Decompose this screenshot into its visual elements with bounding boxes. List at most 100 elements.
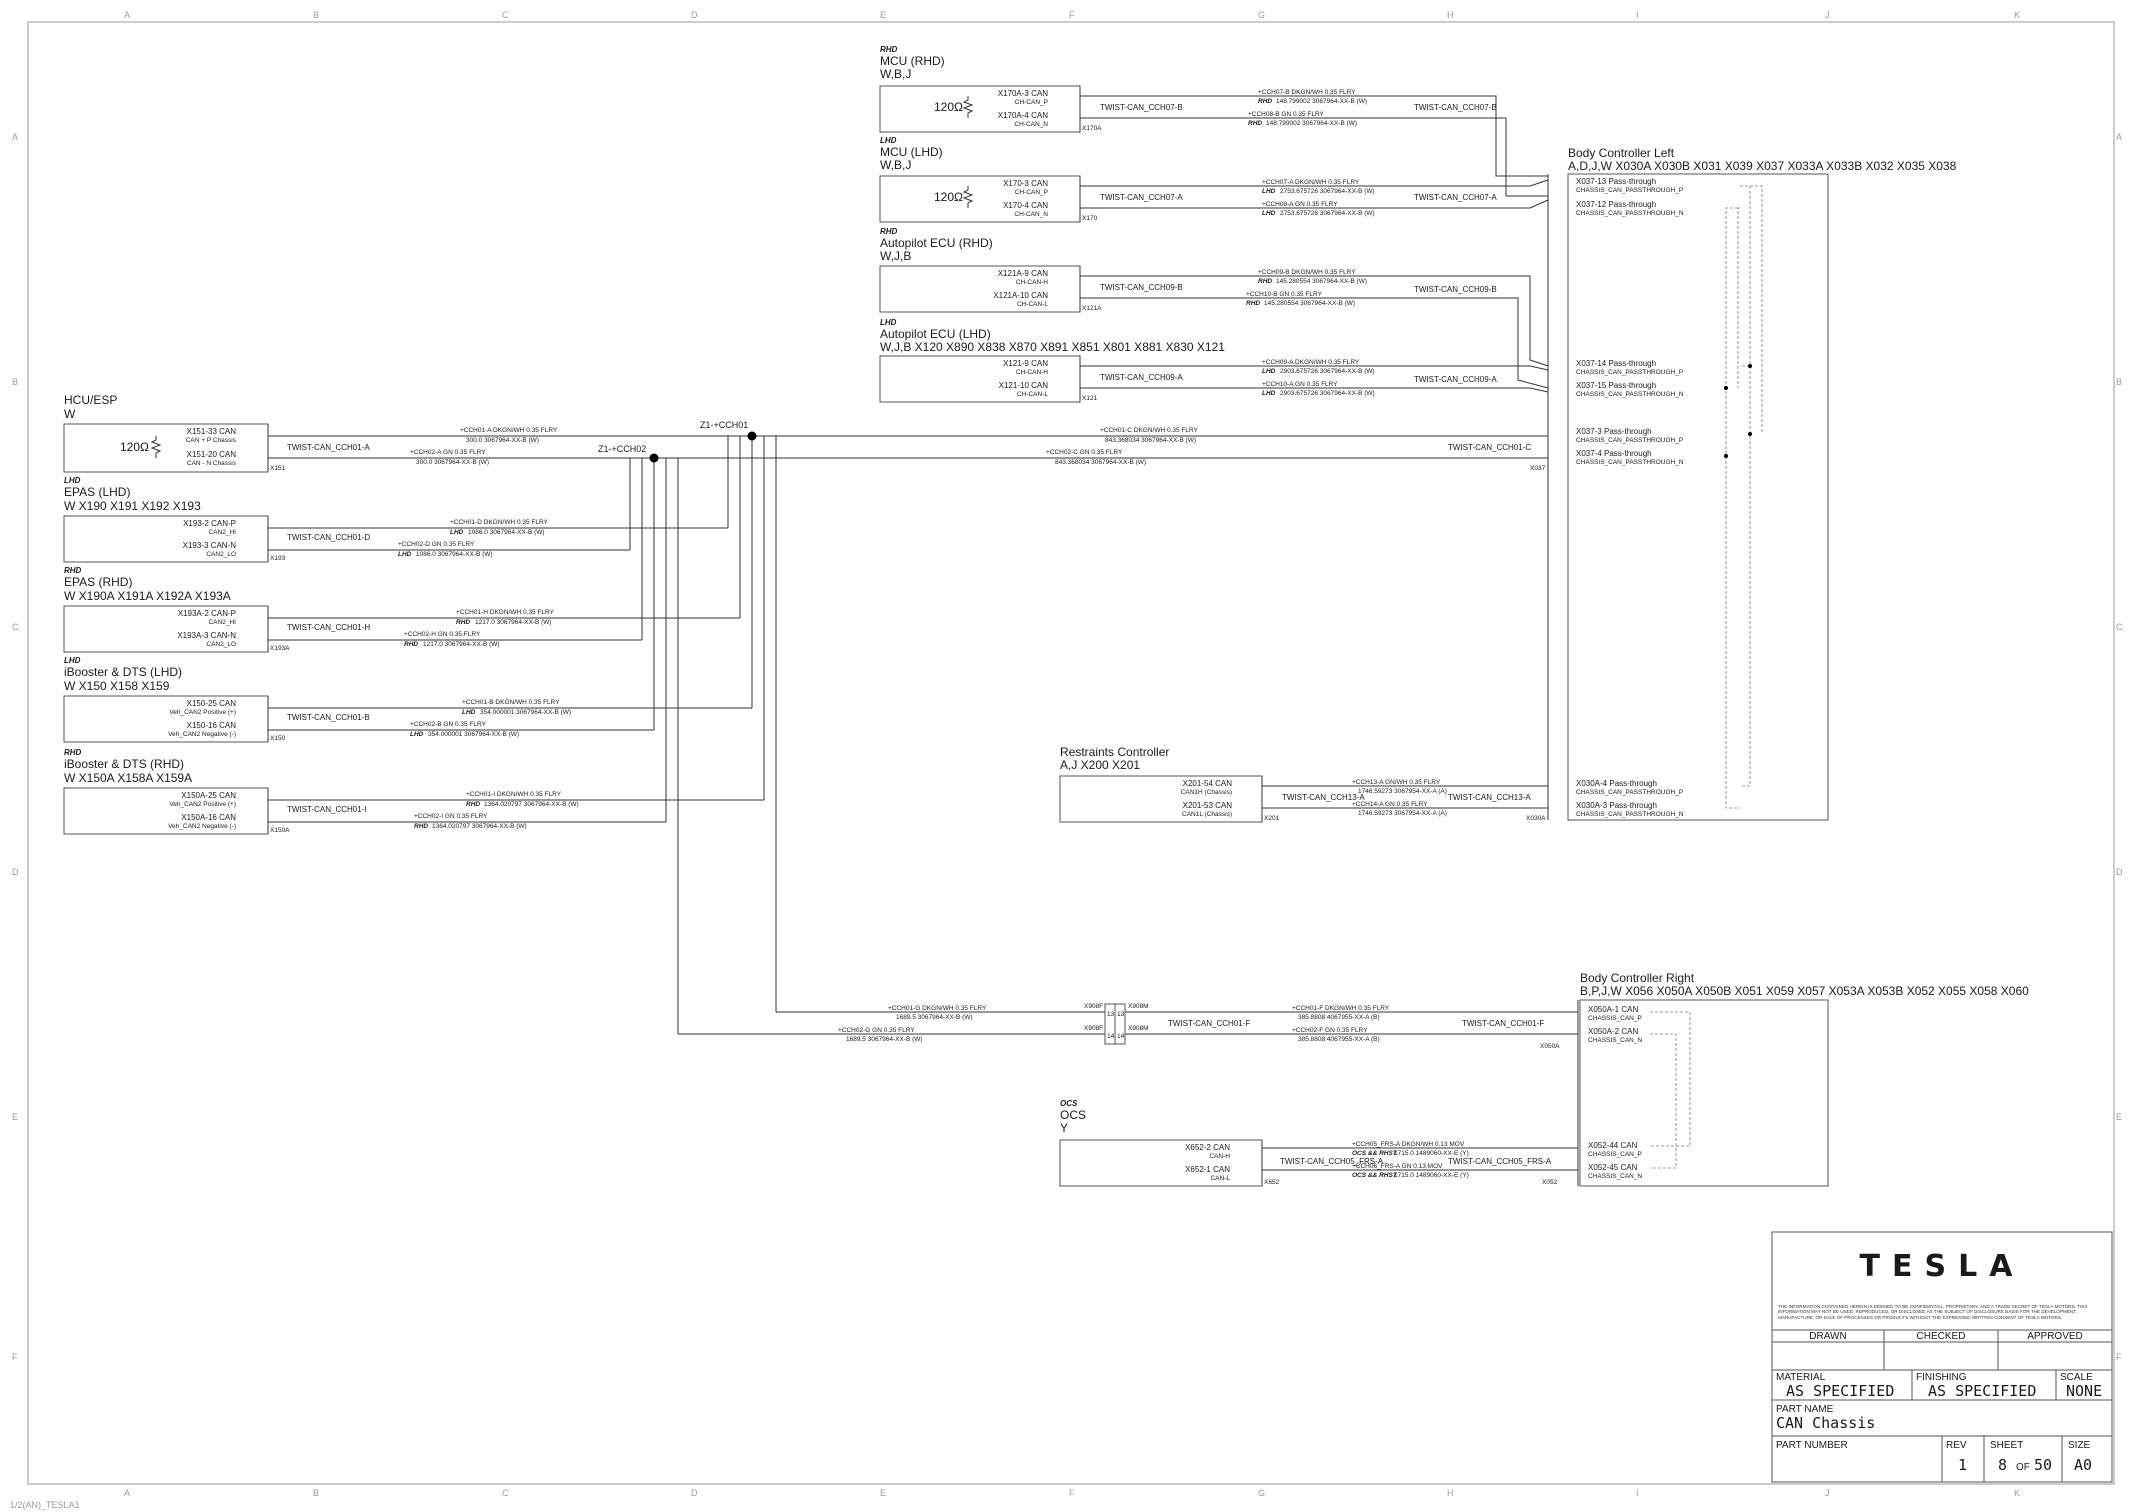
twist-label: TWIST-CAN_CCH05_FRS-A bbox=[1448, 1157, 1552, 1166]
wire-label: +CCH08-A GN 0.35 FLRY bbox=[1262, 201, 1338, 208]
wire-label: 1689.5 3067964-XX-B (W) bbox=[846, 1036, 923, 1043]
grid-row: C bbox=[2116, 622, 2123, 632]
wire-label: +CCH14-A GN 0.35 FLRY bbox=[1352, 801, 1428, 808]
pin-signal: CH-CAN-L bbox=[1017, 301, 1048, 308]
module-title: iBooster & DTS (LHD) bbox=[64, 665, 182, 679]
pin-signal: CH-CAN-L bbox=[1017, 391, 1048, 398]
wire-variant: RHD bbox=[414, 823, 428, 830]
pin-label: X037-13 Pass-through bbox=[1576, 177, 1656, 186]
splice-cch02 bbox=[649, 453, 659, 463]
grid-col: A bbox=[124, 1488, 130, 1498]
pin-signal: CH-CAN_P bbox=[1015, 99, 1048, 106]
module-codes: A,J X200 X201 bbox=[1060, 758, 1140, 772]
pin-signal: CH-CAN_N bbox=[1014, 121, 1048, 128]
connector-label: X050A bbox=[1540, 1043, 1560, 1050]
pin-signal: CHASSIS_CAN_P bbox=[1588, 1151, 1642, 1158]
grid-row: C bbox=[12, 622, 19, 632]
wire-label: +CCH01-F DKGN/WH 0.35 FLRY bbox=[1292, 1005, 1390, 1012]
pin-signal: CHASSIS_CAN_PASSTHROUGH_P bbox=[1576, 369, 1683, 376]
connector-label: X908F bbox=[1084, 1025, 1103, 1032]
wire-label: +CCH02-B GN 0.35 FLRY bbox=[410, 721, 487, 728]
wire-label: +CCH02-H GN 0.35 FLRY bbox=[404, 631, 481, 638]
twist-label: TWIST-CAN_CCH09-A bbox=[1414, 375, 1497, 384]
part-name-label: PART NAME bbox=[1776, 1404, 1834, 1415]
module-box bbox=[879, 175, 1081, 223]
twist-label: TWIST-CAN_CCH13-A bbox=[1448, 793, 1531, 802]
pin-label: X193A-3 CAN-N bbox=[177, 631, 236, 640]
pin-label: X170A-3 CAN bbox=[998, 89, 1048, 98]
wire-variant: LHD bbox=[1262, 390, 1276, 397]
grid-col: F bbox=[1069, 10, 1075, 20]
module-codes: W,J,B X120 X890 X838 X870 X891 X851 X801… bbox=[880, 340, 1225, 354]
inline-connector-x908: X908F X908M X908F X908M 13 13 14 14 +CCH… bbox=[838, 1003, 1544, 1045]
wire-variant: RHD bbox=[456, 619, 470, 626]
pin-label: X201-53 CAN bbox=[1183, 801, 1233, 810]
wire-variant: OCS && RHST bbox=[1352, 1172, 1398, 1179]
wire-label: 1715.0 1489060-XX-E (Y) bbox=[1394, 1172, 1469, 1179]
wire-label: +CCH09-A DKGN/WH 0.35 FLRY bbox=[1262, 359, 1360, 366]
drawn-label: DRAWN bbox=[1809, 1331, 1846, 1342]
module-title: MCU (LHD) bbox=[880, 145, 943, 159]
module-epas-lhd: LHD EPAS (LHD) W X190 X191 X192 X193 X19… bbox=[63, 476, 728, 563]
pin-label: X151-20 CAN bbox=[187, 450, 237, 459]
rev-label: REV bbox=[1946, 1440, 1967, 1451]
wire-label: +CCH01-D DKGN/WH 0.35 FLRY bbox=[450, 519, 549, 526]
wire-label: 1217.0 3067964-XX-B (W) bbox=[475, 619, 552, 626]
connector-label: X151 bbox=[270, 465, 286, 472]
pin-signal: CHASSIS_CAN_PASSTHROUGH_N bbox=[1576, 391, 1684, 398]
module-body-controller-left: Body Controller Left A,D,J,W X030A X030B… bbox=[1547, 146, 1957, 821]
passthrough-link bbox=[1740, 366, 1751, 787]
grid-top: A B C D E F G H I J K bbox=[124, 10, 2020, 20]
drawing-frame bbox=[27, 21, 2115, 1485]
module-body-controller-right: Body Controller Right B,P,J,W X056 X050A… bbox=[1540, 971, 2029, 1187]
material-value: AS SPECIFIED bbox=[1786, 1382, 1894, 1400]
pin-label: X652-1 CAN bbox=[1185, 1165, 1230, 1174]
twist-label: TWIST-CAN_CCH01-B bbox=[287, 713, 370, 722]
pin-label: X052-45 CAN bbox=[1588, 1163, 1638, 1172]
splice-label-cch02: Z1-+CCH02 bbox=[598, 444, 646, 454]
pin-label: X121A-10 CAN bbox=[993, 291, 1048, 300]
module-title: HCU/ESP bbox=[64, 393, 117, 407]
connector-label: X121A bbox=[1082, 305, 1102, 312]
confidential-notice: THE INFORMATION CONTAINED HEREIN IS DEEM… bbox=[1778, 1304, 2088, 1320]
module-title: EPAS (LHD) bbox=[64, 485, 130, 499]
sheet-total: 50 bbox=[2034, 1456, 2052, 1474]
grid-col: B bbox=[313, 1488, 319, 1498]
checked-label: CHECKED bbox=[1917, 1331, 1966, 1342]
grid-col: D bbox=[691, 10, 698, 20]
twist-label: TWIST-CAN_CCH05_FRS-A bbox=[1280, 1157, 1384, 1166]
grid-col: H bbox=[1447, 1488, 1454, 1498]
module-box bbox=[1567, 173, 1829, 821]
pin-label: X170-4 CAN bbox=[1003, 201, 1048, 210]
wire-label: +CCH08-B GN 0.35 FLRY bbox=[1248, 111, 1325, 118]
grid-col: E bbox=[880, 10, 886, 20]
pin-number: 13 bbox=[1117, 1011, 1125, 1018]
connector-label: X170 bbox=[1082, 215, 1098, 222]
pin-signal: CH-CAN-H bbox=[1016, 279, 1048, 286]
wire-label: 1086.0 3067964-XX-B (W) bbox=[468, 529, 545, 536]
module-title: Body Controller Left bbox=[1568, 146, 1675, 160]
wire-label: +CCH01-G DKGN/WH 0.35 FLRY bbox=[888, 1005, 987, 1012]
wire-label: +CCH06_FRS-A GN 0.13 MOV bbox=[1352, 1163, 1443, 1170]
wire-label: 354.000001 3067964-XX-B (W) bbox=[480, 709, 571, 716]
twist-label: TWIST-CAN_CCH13-A bbox=[1282, 793, 1365, 802]
wire-label: 145.280554 3067964-XX-B (W) bbox=[1264, 300, 1355, 307]
connector-label: X908F bbox=[1084, 1003, 1103, 1010]
wire-label: 1715.0 1489060-XX-E (Y) bbox=[1394, 1150, 1469, 1157]
connector-label: X908M bbox=[1128, 1025, 1149, 1032]
pin-signal: CAN2_HI bbox=[209, 619, 237, 626]
pin-label: X037-14 Pass-through bbox=[1576, 359, 1656, 368]
pin-label: X652-2 CAN bbox=[1185, 1143, 1230, 1152]
wire-variant: LHD bbox=[462, 709, 476, 716]
pin-label: X201-54 CAN bbox=[1183, 779, 1233, 788]
wire-label: 2753.675726 3067964-XX-B (W) bbox=[1280, 210, 1375, 217]
splice-cch01 bbox=[747, 431, 757, 441]
twist-label: TWIST-CAN_CCH07-A bbox=[1100, 193, 1183, 202]
pin-label: X170-3 CAN bbox=[1003, 179, 1048, 188]
module-codes: W X190 X191 X192 X193 bbox=[64, 499, 201, 513]
pin-signal: Veh_CAN2 Negative (-) bbox=[168, 823, 236, 830]
twist-label: TWIST-CAN_CCH09-B bbox=[1414, 285, 1497, 294]
connector-label: X037 bbox=[1530, 465, 1546, 472]
wire-label: +CCH10-A GN 0.35 FLRY bbox=[1262, 381, 1338, 388]
pin-label: X037-12 Pass-through bbox=[1576, 200, 1656, 209]
